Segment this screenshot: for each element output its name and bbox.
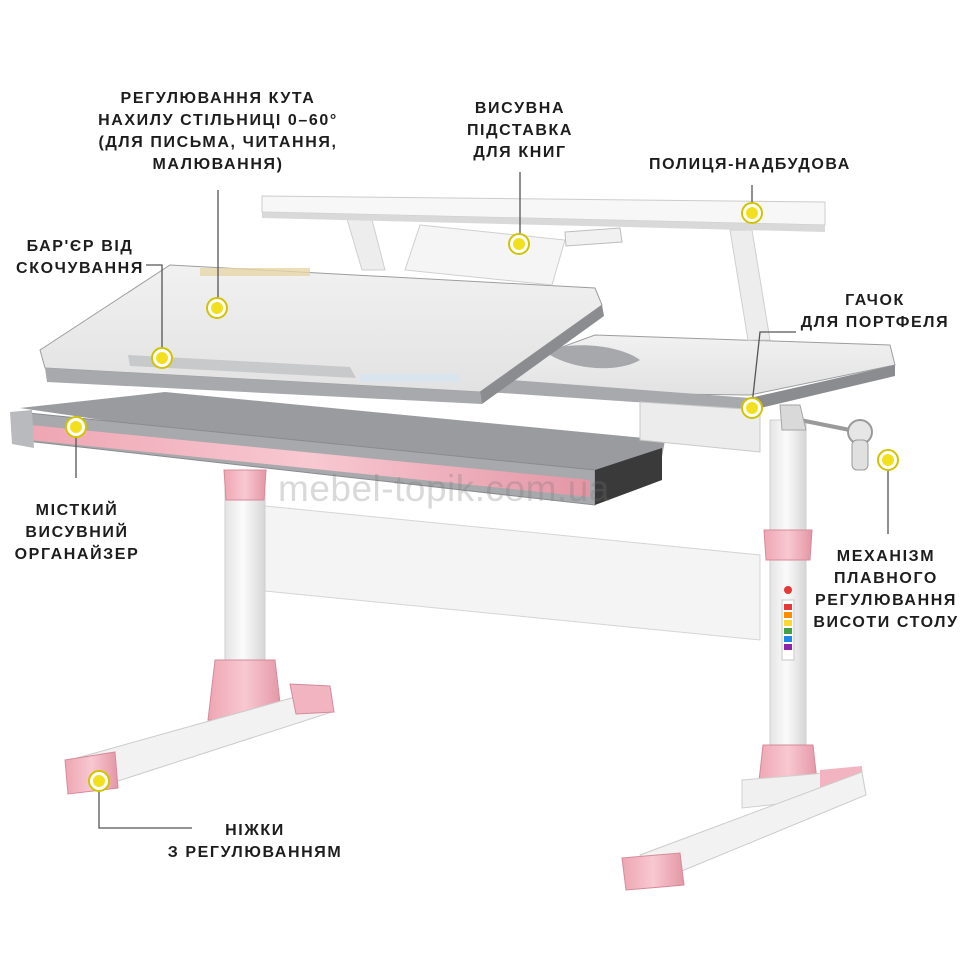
tilted-desk-top [39,264,604,404]
right-desk-surface [484,334,896,453]
back-right-leg [621,419,867,891]
marker-icon-legs [88,770,110,792]
top-shelf [261,195,826,341]
callout-mechanism-line: РЕГУЛЮВАННЯ [814,592,957,609]
callout-hook-line: ДЛЯ ПОРТФЕЛЯ [800,314,950,331]
callout-mechanism-line: ВИСОТИ СТОЛУ [813,614,959,631]
legs-leader [98,783,192,829]
watermark: mebel-topik.com.ua [278,468,610,509]
callout-barrier-line: СКОЧУВАННЯ [16,260,144,277]
callout-book-stand-line: ПІДСТАВКА [466,122,574,139]
callout-shelf-line: ПОЛИЦЯ-НАДБУДОВА [649,156,851,173]
book-stand [404,224,623,286]
callout-organizer: МІСТКИЙ ВИСУВНИЙ ОРГАНАЙЗЕР [2,500,152,566]
modesty-panel [254,504,761,641]
markers [65,202,899,792]
callout-hook-line: ГАЧОК [845,292,905,309]
callout-legs: НІЖКИ З РЕГУЛЮВАННЯМ [150,820,360,864]
callout-barrier-line: БАР'ЄР ВІД [26,238,134,255]
callout-tilt-line: МАЛЮВАННЯ) [152,156,284,173]
callout-tilt: РЕГУЛЮВАННЯ КУТА НАХИЛУ СТІЛЬНИЦІ 0–60° … [78,88,358,176]
callout-book-stand-line: ВИСУВНА [474,100,566,117]
marker-icon-hook [741,397,763,419]
marker-icon-tilt [206,297,228,319]
marker-icon-book-stand [508,233,530,255]
callout-mechanism-line: МЕХАНІЗМ [836,548,936,565]
crank-handle [779,404,873,471]
callout-mechanism: МЕХАНІЗМ ПЛАВНОГО РЕГУЛЮВАННЯ ВИСОТИ СТО… [806,546,966,634]
callout-mechanism-line: ПЛАВНОГО [834,570,938,587]
marker-icon-shelf [741,202,763,224]
callout-legs-line: НІЖКИ [225,822,285,839]
marker-icon-organizer [65,416,87,438]
hook-leader [751,331,796,406]
callout-shelf: ПОЛИЦЯ-НАДБУДОВА [630,154,870,176]
callout-tilt-line: НАХИЛУ СТІЛЬНИЦІ 0–60° [98,112,338,129]
marker-icon-mechanism [877,449,899,471]
callout-organizer-line: ОРГАНАЙЗЕР [14,546,140,563]
callout-tilt-line: (ДЛЯ ПИСЬМА, ЧИТАННЯ, [98,134,338,151]
callout-legs-line: З РЕГУЛЮВАННЯМ [167,844,343,861]
callout-tilt-line: РЕГУЛЮВАННЯ КУТА [120,90,316,107]
callout-barrier: БАР'ЄР ВІД СКОЧУВАННЯ [0,236,160,280]
organizer-drawer [10,392,665,506]
callout-organizer-line: ВИСУВНИЙ [25,524,129,541]
barrier-leader [146,264,163,356]
callout-hook: ГАЧОК ДЛЯ ПОРТФЕЛЯ [785,290,965,334]
callout-book-stand-line: ДЛЯ КНИГ [473,144,567,161]
callout-organizer-line: МІСТКИЙ [35,502,119,519]
callout-book-stand: ВИСУВНА ПІДСТАВКА ДЛЯ КНИГ [450,98,590,164]
marker-icon-barrier [151,347,173,369]
